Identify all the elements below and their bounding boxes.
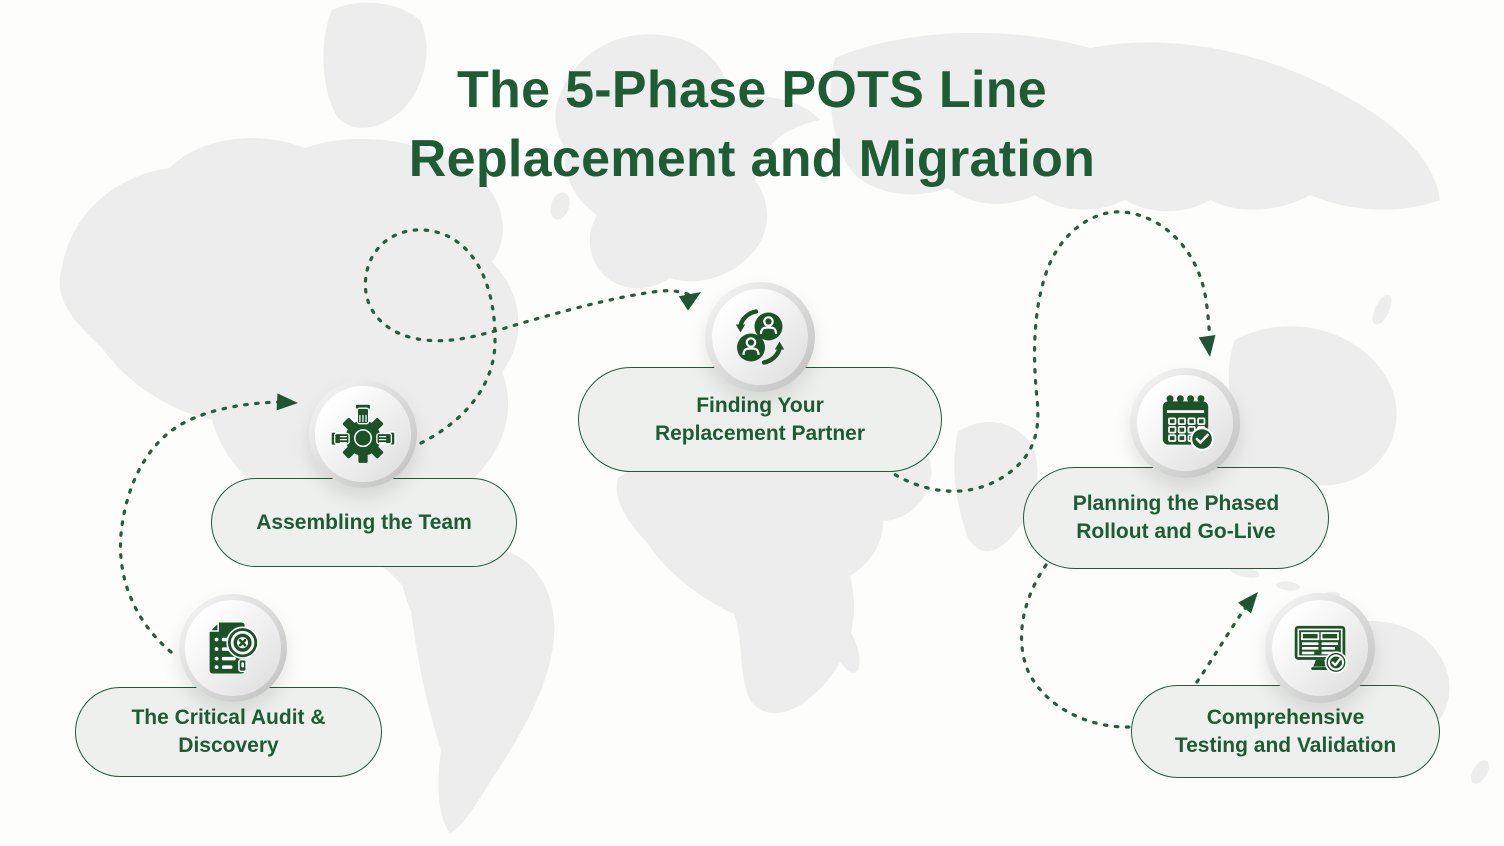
audit-document-magnifier-icon [207, 620, 259, 674]
map-madagascar [832, 623, 860, 673]
monitor-checklist-check-icon [1294, 625, 1348, 674]
phase-2-pill: Assembling the Team [211, 478, 517, 567]
connector-phase2-to-phase3 [363, 228, 694, 445]
phase-1-icon-face [185, 600, 281, 696]
arrowhead-to-phase4 [1198, 335, 1216, 357]
phase-4-icon-face [1136, 374, 1234, 472]
phase-1-pill: The Critical Audit & Discovery [75, 687, 382, 777]
phase-5-icon-circle [1265, 593, 1375, 703]
map-uk [550, 192, 570, 220]
phase-1-icon-circle [179, 594, 287, 702]
people-swap-icon [735, 309, 785, 365]
phase-1-label-line2: Discovery [178, 734, 279, 757]
map-africa [616, 454, 884, 714]
page-title-line1: The 5-Phase POTS Line [456, 61, 1047, 119]
map-new-zealand [1471, 760, 1489, 784]
team-gear-hands-icon [330, 403, 396, 463]
page-title-line2: Replacement and Migration [408, 129, 1096, 188]
page-title: The 5-Phase POTS Line Replacement and Mi… [0, 56, 1504, 193]
phase-5-label-line1: Comprehensive [1206, 705, 1365, 729]
connector-phase3-to-phase4 [884, 210, 1211, 493]
calendar-check-icon [1162, 395, 1214, 451]
map-europe [555, 34, 820, 289]
phase-5-label-line2: Testing and Validation [1174, 733, 1397, 757]
arrowhead-to-phase5 [1237, 592, 1258, 614]
phase-2-label-line1: Assembling the Team [256, 510, 472, 534]
map-greenland [323, 2, 427, 128]
phase-3-icon-face [711, 288, 809, 386]
phase-3-label-line2: Replacement Partner [654, 421, 866, 445]
map-indonesia-1 [1230, 566, 1260, 578]
connector-phase1-to-phase2 [118, 400, 282, 654]
phase-4-label-line1: Planning the Phased [1072, 492, 1280, 516]
phase-1-label-line1: The Critical Audit & [131, 706, 326, 730]
arrowhead-to-phase2 [276, 393, 298, 411]
phase-2-icon-face [315, 386, 411, 482]
phase-4-pill: Planning the Phased Rollout and Go-Live [1023, 467, 1329, 569]
arrowhead-to-phase3 [678, 292, 701, 311]
map-japan [1372, 295, 1392, 325]
map-south-america [410, 544, 555, 833]
phase-3-label-line1: Finding Your [696, 393, 824, 417]
map-indonesia-2 [1276, 581, 1300, 591]
map-india [954, 422, 1038, 552]
phase-5-pill: Comprehensive Testing and Validation [1131, 685, 1440, 778]
phase-2-icon-circle [309, 380, 417, 488]
phase-4-icon-circle [1130, 368, 1240, 478]
phase-3-icon-circle [705, 282, 815, 392]
map-russia [830, 32, 1440, 212]
phase-4-label-line2: Rollout and Go-Live [1076, 520, 1276, 543]
phase-5-icon-face [1271, 599, 1369, 697]
